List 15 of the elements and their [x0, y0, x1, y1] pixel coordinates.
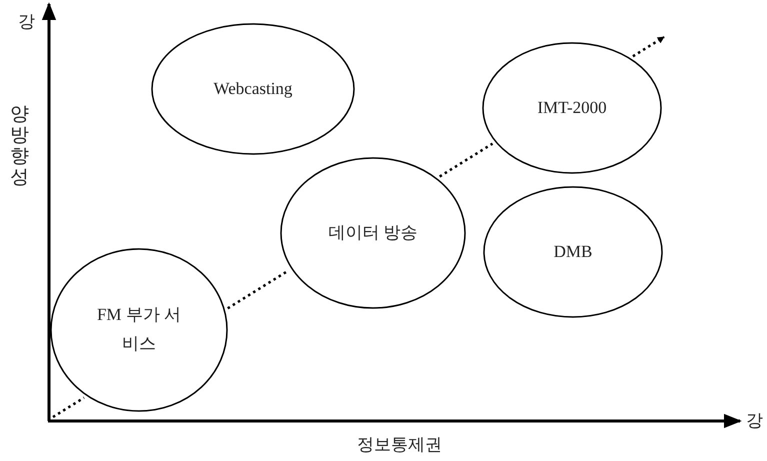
ellipse-node — [151, 23, 355, 155]
node-label: DMB — [554, 240, 592, 263]
ellipse-node — [483, 186, 663, 318]
ellipse-node — [482, 42, 662, 174]
node-label: 데이터 방송 — [328, 222, 418, 244]
node-label: FM 부가 서비스 — [96, 304, 182, 355]
node-label: Webcasting — [214, 78, 292, 100]
ellipse-node — [50, 248, 228, 412]
trend-arrow — [632, 36, 665, 58]
y-axis-title: 양방향성 — [10, 105, 29, 189]
x-axis-title: 정보통제권 — [357, 434, 442, 456]
node-label: IMT-2000 — [537, 96, 607, 119]
axis-end-label: 강 — [18, 11, 35, 33]
ellipse-node — [280, 157, 466, 309]
axis-end-label: 강 — [746, 410, 763, 432]
